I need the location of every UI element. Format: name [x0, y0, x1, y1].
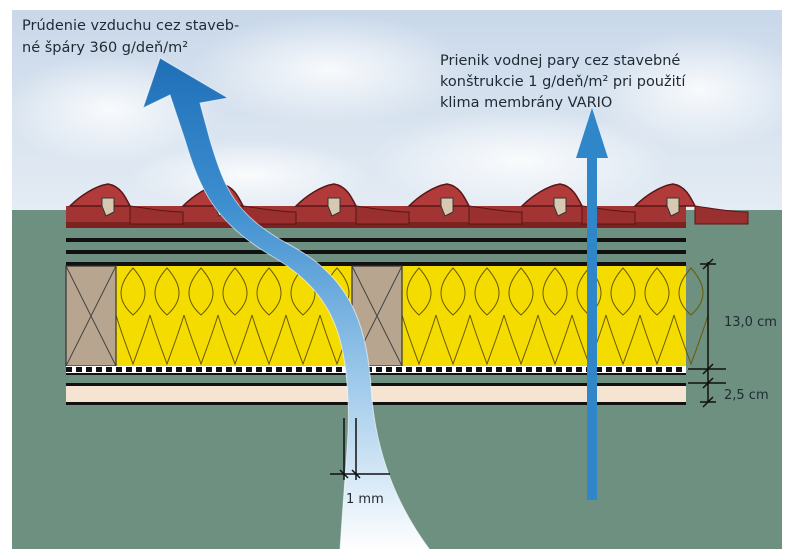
- timber-stud: [65, 265, 117, 367]
- vapor-label-line2: konštrukcie 1 g/deň/m² pri použití: [440, 74, 686, 90]
- vapor-label-line3: klima membrány VARIO: [440, 95, 612, 111]
- air-flow-label-line2: né špáry 360 g/deň/m²: [22, 40, 188, 56]
- board-thickness-label: 2,5 cm: [724, 388, 769, 403]
- vapor-arrow: [576, 108, 608, 500]
- vapor-label-line1: Prienik vodnej pary cez stavebné: [440, 53, 680, 69]
- thickness-dimensions: [688, 258, 726, 408]
- gap-width-label: 1 mm: [346, 492, 384, 507]
- gap-dimension: [330, 418, 390, 480]
- air-flow-arrow: [142, 57, 431, 551]
- roof-tile: [294, 183, 410, 225]
- roof-tile: [407, 183, 523, 225]
- roof-tile: [68, 183, 184, 225]
- interior-board: [66, 383, 686, 405]
- insulation-thickness-label: 13,0 cm: [724, 315, 777, 330]
- insulation-layer: [65, 262, 709, 367]
- roof-battens: [66, 238, 686, 254]
- roof-tile: [633, 183, 749, 225]
- air-flow-label-line1: Prúdenie vzduchu cez staveb-: [22, 18, 239, 34]
- sky-background: [0, 10, 794, 210]
